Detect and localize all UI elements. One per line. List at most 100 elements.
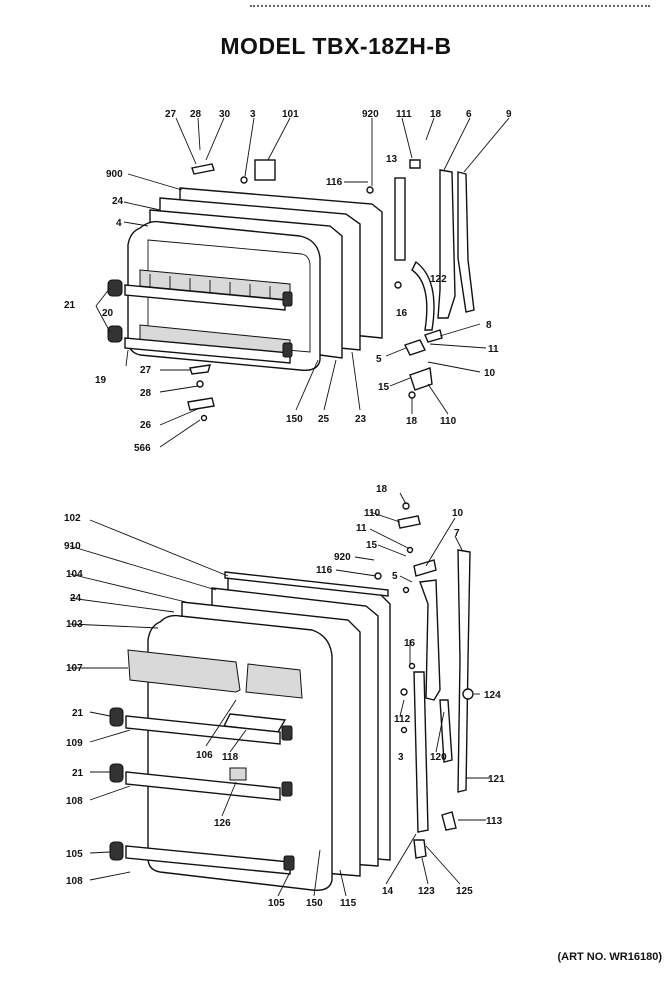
callout-24: 24 <box>112 196 124 207</box>
model-title: MODEL TBX-18ZH-B <box>220 33 452 59</box>
top-hinge-arm <box>411 260 435 331</box>
callout-b7: 7 <box>454 528 460 539</box>
callout-21: 21 <box>64 300 76 311</box>
part-113 <box>441 811 457 831</box>
callout-b21b: 21 <box>72 768 84 779</box>
callout-18: 18 <box>430 109 442 120</box>
freezer-callouts: 27 28 30 3 101 920 111 18 6 9 900 116 13… <box>64 109 512 454</box>
callout-b124: 124 <box>484 690 501 701</box>
callout-28b: 28 <box>140 388 152 399</box>
fresh-food-callouts: 18 110 10 102 11 7 910 15 920 116 5 104 … <box>64 484 505 909</box>
part-101 <box>254 159 276 181</box>
callout-b24: 24 <box>70 593 82 604</box>
callout-30: 30 <box>219 109 231 120</box>
callout-b107: 107 <box>66 663 83 674</box>
breaker-strip-102 <box>224 571 389 597</box>
freezer-shelf-bar-lower <box>124 337 291 364</box>
callout-b910: 910 <box>64 541 81 552</box>
callout-4: 4 <box>116 218 122 229</box>
bottom-hinge-bar-14 <box>413 671 429 833</box>
callout-b14: 14 <box>382 886 394 897</box>
callout-b3: 3 <box>398 752 404 763</box>
callout-b105b: 105 <box>268 898 285 909</box>
callout-116: 116 <box>326 177 343 188</box>
callout-b110: 110 <box>364 508 381 519</box>
callout-b126: 126 <box>214 818 231 829</box>
callout-566: 566 <box>134 443 151 454</box>
callout-19: 19 <box>95 375 107 386</box>
callout-b920: 920 <box>334 552 351 563</box>
callout-9: 9 <box>506 109 512 120</box>
callout-b113: 113 <box>486 816 503 827</box>
freezer-shelf-bar-upper <box>124 284 286 311</box>
callout-b118: 118 <box>222 752 239 763</box>
callout-b116: 116 <box>316 565 333 576</box>
callout-111: 111 <box>396 109 412 120</box>
callout-10: 10 <box>484 368 496 379</box>
callout-b16: 16 <box>404 638 416 649</box>
callout-b120: 120 <box>430 752 447 763</box>
top-handle-trim <box>437 169 456 319</box>
callout-25: 25 <box>318 414 330 425</box>
callout-15: 15 <box>378 382 390 393</box>
callout-5: 5 <box>376 354 382 365</box>
callout-b10: 10 <box>452 508 464 519</box>
callout-b104: 104 <box>66 569 83 580</box>
callout-b18: 18 <box>376 484 388 495</box>
callout-b105: 105 <box>66 849 83 860</box>
callout-b21: 21 <box>72 708 84 719</box>
art-number: (ART NO. WR16180) <box>557 951 662 963</box>
part-126 <box>229 767 247 781</box>
callout-27b: 27 <box>140 365 152 376</box>
bottom-hinge <box>419 579 441 701</box>
callout-b112: 112 <box>394 714 411 725</box>
callout-900: 900 <box>106 169 123 180</box>
callout-b108: 108 <box>66 796 83 807</box>
part-124 <box>462 688 474 700</box>
door-shelf-bar-bottom <box>125 845 291 875</box>
callout-920: 920 <box>362 109 379 120</box>
callout-b5: 5 <box>392 571 398 582</box>
callout-b108b: 108 <box>66 876 83 887</box>
callout-28: 28 <box>190 109 202 120</box>
callout-b102: 102 <box>64 513 81 524</box>
freezer-door-assembly <box>95 117 510 448</box>
callout-3: 3 <box>250 109 256 120</box>
callout-26: 26 <box>140 420 152 431</box>
callout-6: 6 <box>466 109 472 120</box>
callout-b15: 15 <box>366 540 378 551</box>
callout-150: 150 <box>286 414 303 425</box>
callout-b11: 11 <box>356 523 367 534</box>
callout-101: 101 <box>282 109 299 120</box>
callout-b123: 123 <box>418 886 435 897</box>
callout-b106: 106 <box>196 750 213 761</box>
callout-13: 13 <box>386 154 398 165</box>
dairy-door-right <box>245 663 303 699</box>
callout-b125: 125 <box>456 886 473 897</box>
part-123 <box>413 839 427 859</box>
callout-8: 8 <box>486 320 492 331</box>
dairy-door-107 <box>127 649 241 693</box>
header-dotted-line <box>250 0 650 7</box>
callout-110: 110 <box>440 416 457 427</box>
fresh-food-door-assembly <box>69 492 490 897</box>
callout-23: 23 <box>355 414 367 425</box>
shelf-end-cap-bottom <box>107 325 123 343</box>
callout-b150: 150 <box>306 898 323 909</box>
callout-18b: 18 <box>406 416 418 427</box>
callout-b121: 121 <box>488 774 505 785</box>
callout-11: 11 <box>488 344 499 355</box>
door-shelf-bar-108 <box>125 771 281 801</box>
callout-27: 27 <box>165 109 177 120</box>
callout-b103: 103 <box>66 619 83 630</box>
callout-16: 16 <box>396 308 408 319</box>
callout-20: 20 <box>102 308 114 319</box>
callout-b115: 115 <box>340 898 357 909</box>
top-hinge-bar <box>394 177 406 261</box>
callout-122: 122 <box>430 274 447 285</box>
top-handle <box>457 171 475 313</box>
callout-b109: 109 <box>66 738 83 749</box>
door-shelf-bar-109 <box>125 715 281 745</box>
